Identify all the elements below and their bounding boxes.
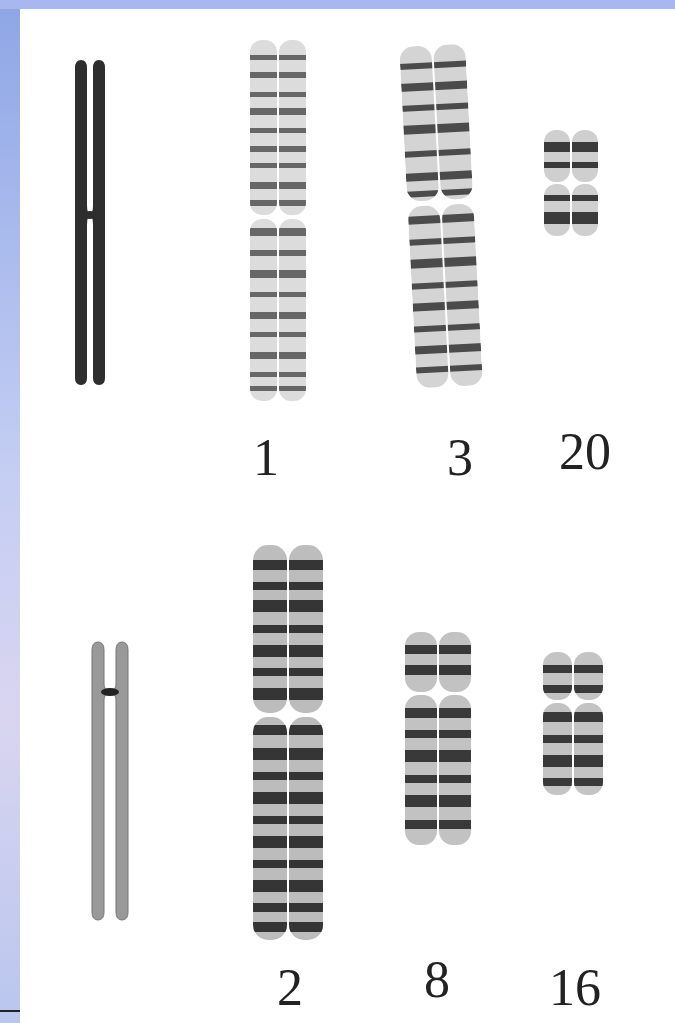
chromosome-number: 20 [559,426,611,478]
slide-top-bar [0,0,675,9]
chromosome-number: 2 [277,962,303,1014]
chromosome-number: 3 [447,432,473,484]
chromosome-number: 1 [253,432,279,484]
chromosome-number: 16 [549,962,601,1014]
chromosome-number: 8 [424,954,450,1006]
slide-footer-line [0,1010,20,1012]
slide-background [0,0,20,1023]
